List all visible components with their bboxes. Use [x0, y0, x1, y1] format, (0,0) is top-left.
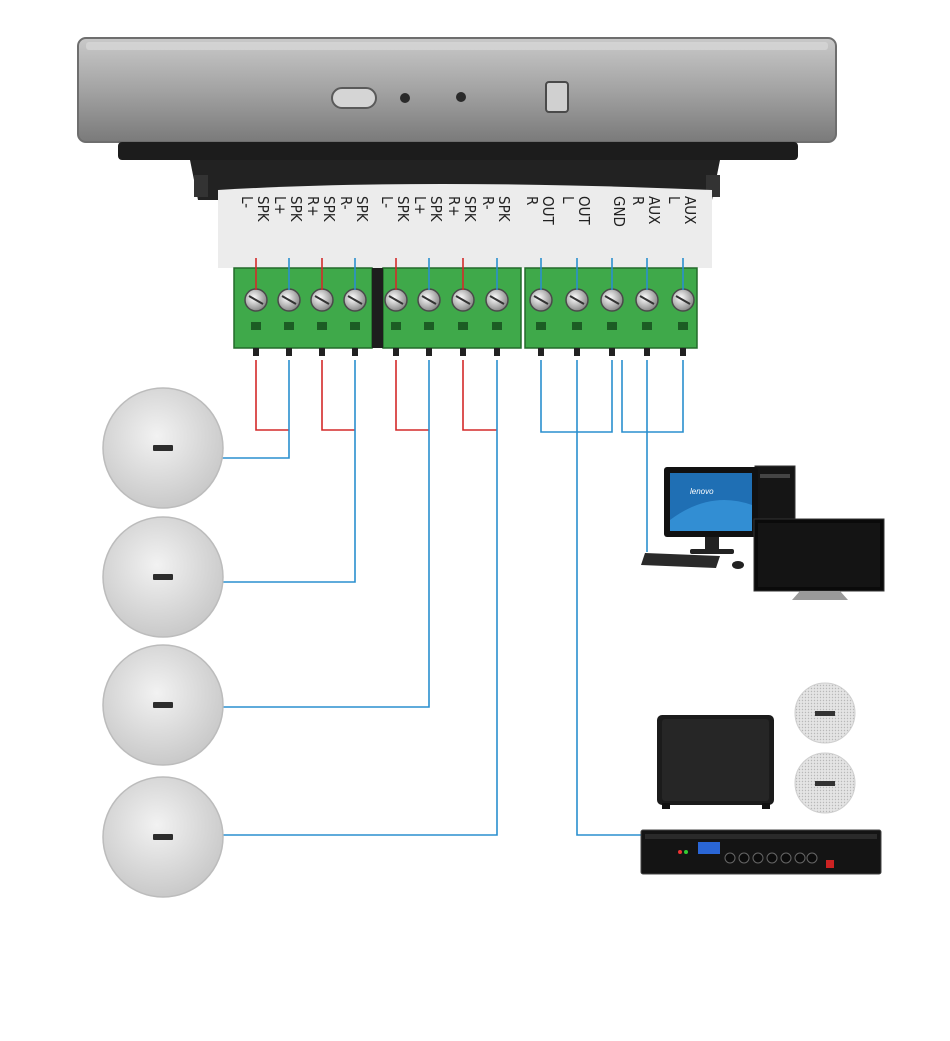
amp-knob[interactable] [806, 852, 818, 864]
speaker-logo-badge [153, 834, 173, 840]
ceiling-speaker-2 [102, 516, 224, 638]
amp-knob[interactable] [738, 852, 750, 864]
terminal-label-line2: R+ [445, 196, 463, 217]
wire [462, 360, 497, 431]
terminal-screw[interactable] [600, 288, 624, 356]
amp-power-switch[interactable] [826, 860, 834, 868]
speaker-logo-badge [153, 445, 173, 451]
terminal-label-line1: SPK [427, 196, 445, 223]
terminal-blocks [233, 267, 698, 356]
terminal-label-line2: L- [378, 196, 396, 208]
ceiling-speaker-3 [102, 644, 224, 766]
terminal-screw[interactable] [417, 288, 441, 356]
terminal-label-line1: SPK [461, 196, 479, 223]
terminal-label-line1: AUX [681, 196, 699, 224]
terminal-screw[interactable] [529, 288, 553, 356]
computer: lenovo [641, 465, 885, 600]
terminal-screw[interactable] [565, 288, 589, 356]
terminal-label-line2: R [629, 196, 647, 205]
terminal-label-line2: L+ [411, 196, 429, 215]
panel-switch[interactable] [545, 81, 569, 113]
wire [395, 360, 429, 431]
subwoofer [657, 715, 774, 809]
panel-led-1 [400, 93, 410, 103]
wire [255, 360, 289, 431]
terminal-label-line1: SPK [287, 196, 305, 223]
terminal-label-strip: SPKL-SPKL+SPKR+SPKR-SPKL-SPKL+SPKR+SPKR-… [218, 184, 712, 268]
terminal-label-line2: L [559, 196, 577, 204]
wire [646, 360, 684, 433]
terminal-screw[interactable] [485, 288, 509, 356]
terminal-label-line1: SPK [394, 196, 412, 223]
speaker-logo-badge [153, 702, 173, 708]
amp-display [698, 842, 720, 854]
terminal-label-line2: L+ [271, 196, 289, 215]
terminal-screw[interactable] [671, 288, 695, 356]
amp-knob[interactable] [794, 852, 806, 864]
terminal-label-line2: R- [479, 196, 497, 210]
terminal-label-line2: L [665, 196, 683, 204]
terminal-label-line1: SPK [495, 196, 513, 223]
wire [222, 360, 356, 583]
keyboard [641, 553, 720, 568]
amp-knob[interactable] [780, 852, 792, 864]
panel-led-2 [456, 92, 466, 102]
ceiling-speaker-right-2 [794, 752, 856, 814]
terminal-label-line1: OUT [539, 196, 557, 226]
terminal-label-line2: R- [337, 196, 355, 210]
terminal-label-line1: AUX [645, 196, 663, 224]
ceiling-speaker-1 [102, 387, 224, 509]
terminal-label-line1: OUT [575, 196, 593, 226]
terminal-label: GND [610, 196, 628, 227]
terminal-screw[interactable] [384, 288, 408, 356]
wire [222, 360, 498, 836]
amp-knob[interactable] [752, 852, 764, 864]
wire [576, 360, 641, 836]
ceiling-speaker-right-1 [794, 682, 856, 744]
terminal-label-line1: SPK [320, 196, 338, 223]
mouse [732, 561, 744, 569]
terminal-label-line2: R+ [304, 196, 322, 217]
amp-knob[interactable] [766, 852, 778, 864]
amp-knob[interactable] [724, 852, 736, 864]
pc-brand-label: lenovo [690, 487, 714, 496]
terminal-label-line2: L- [238, 196, 256, 208]
wire [222, 360, 430, 708]
ceiling-speaker-4 [102, 776, 224, 898]
panel-button[interactable] [331, 87, 377, 109]
terminal-screw[interactable] [451, 288, 475, 356]
speaker-logo-badge [153, 574, 173, 580]
wall-panel [77, 37, 837, 200]
wire [621, 360, 647, 433]
amplifier [640, 829, 882, 875]
terminal-label-line1: SPK [254, 196, 272, 223]
terminal-label-line2: R [523, 196, 541, 205]
wire [321, 360, 355, 431]
terminal-screw[interactable] [343, 288, 367, 356]
terminal-label-line1: SPK [353, 196, 371, 223]
terminal-label-line1: GND [610, 196, 628, 227]
wire [222, 360, 290, 459]
